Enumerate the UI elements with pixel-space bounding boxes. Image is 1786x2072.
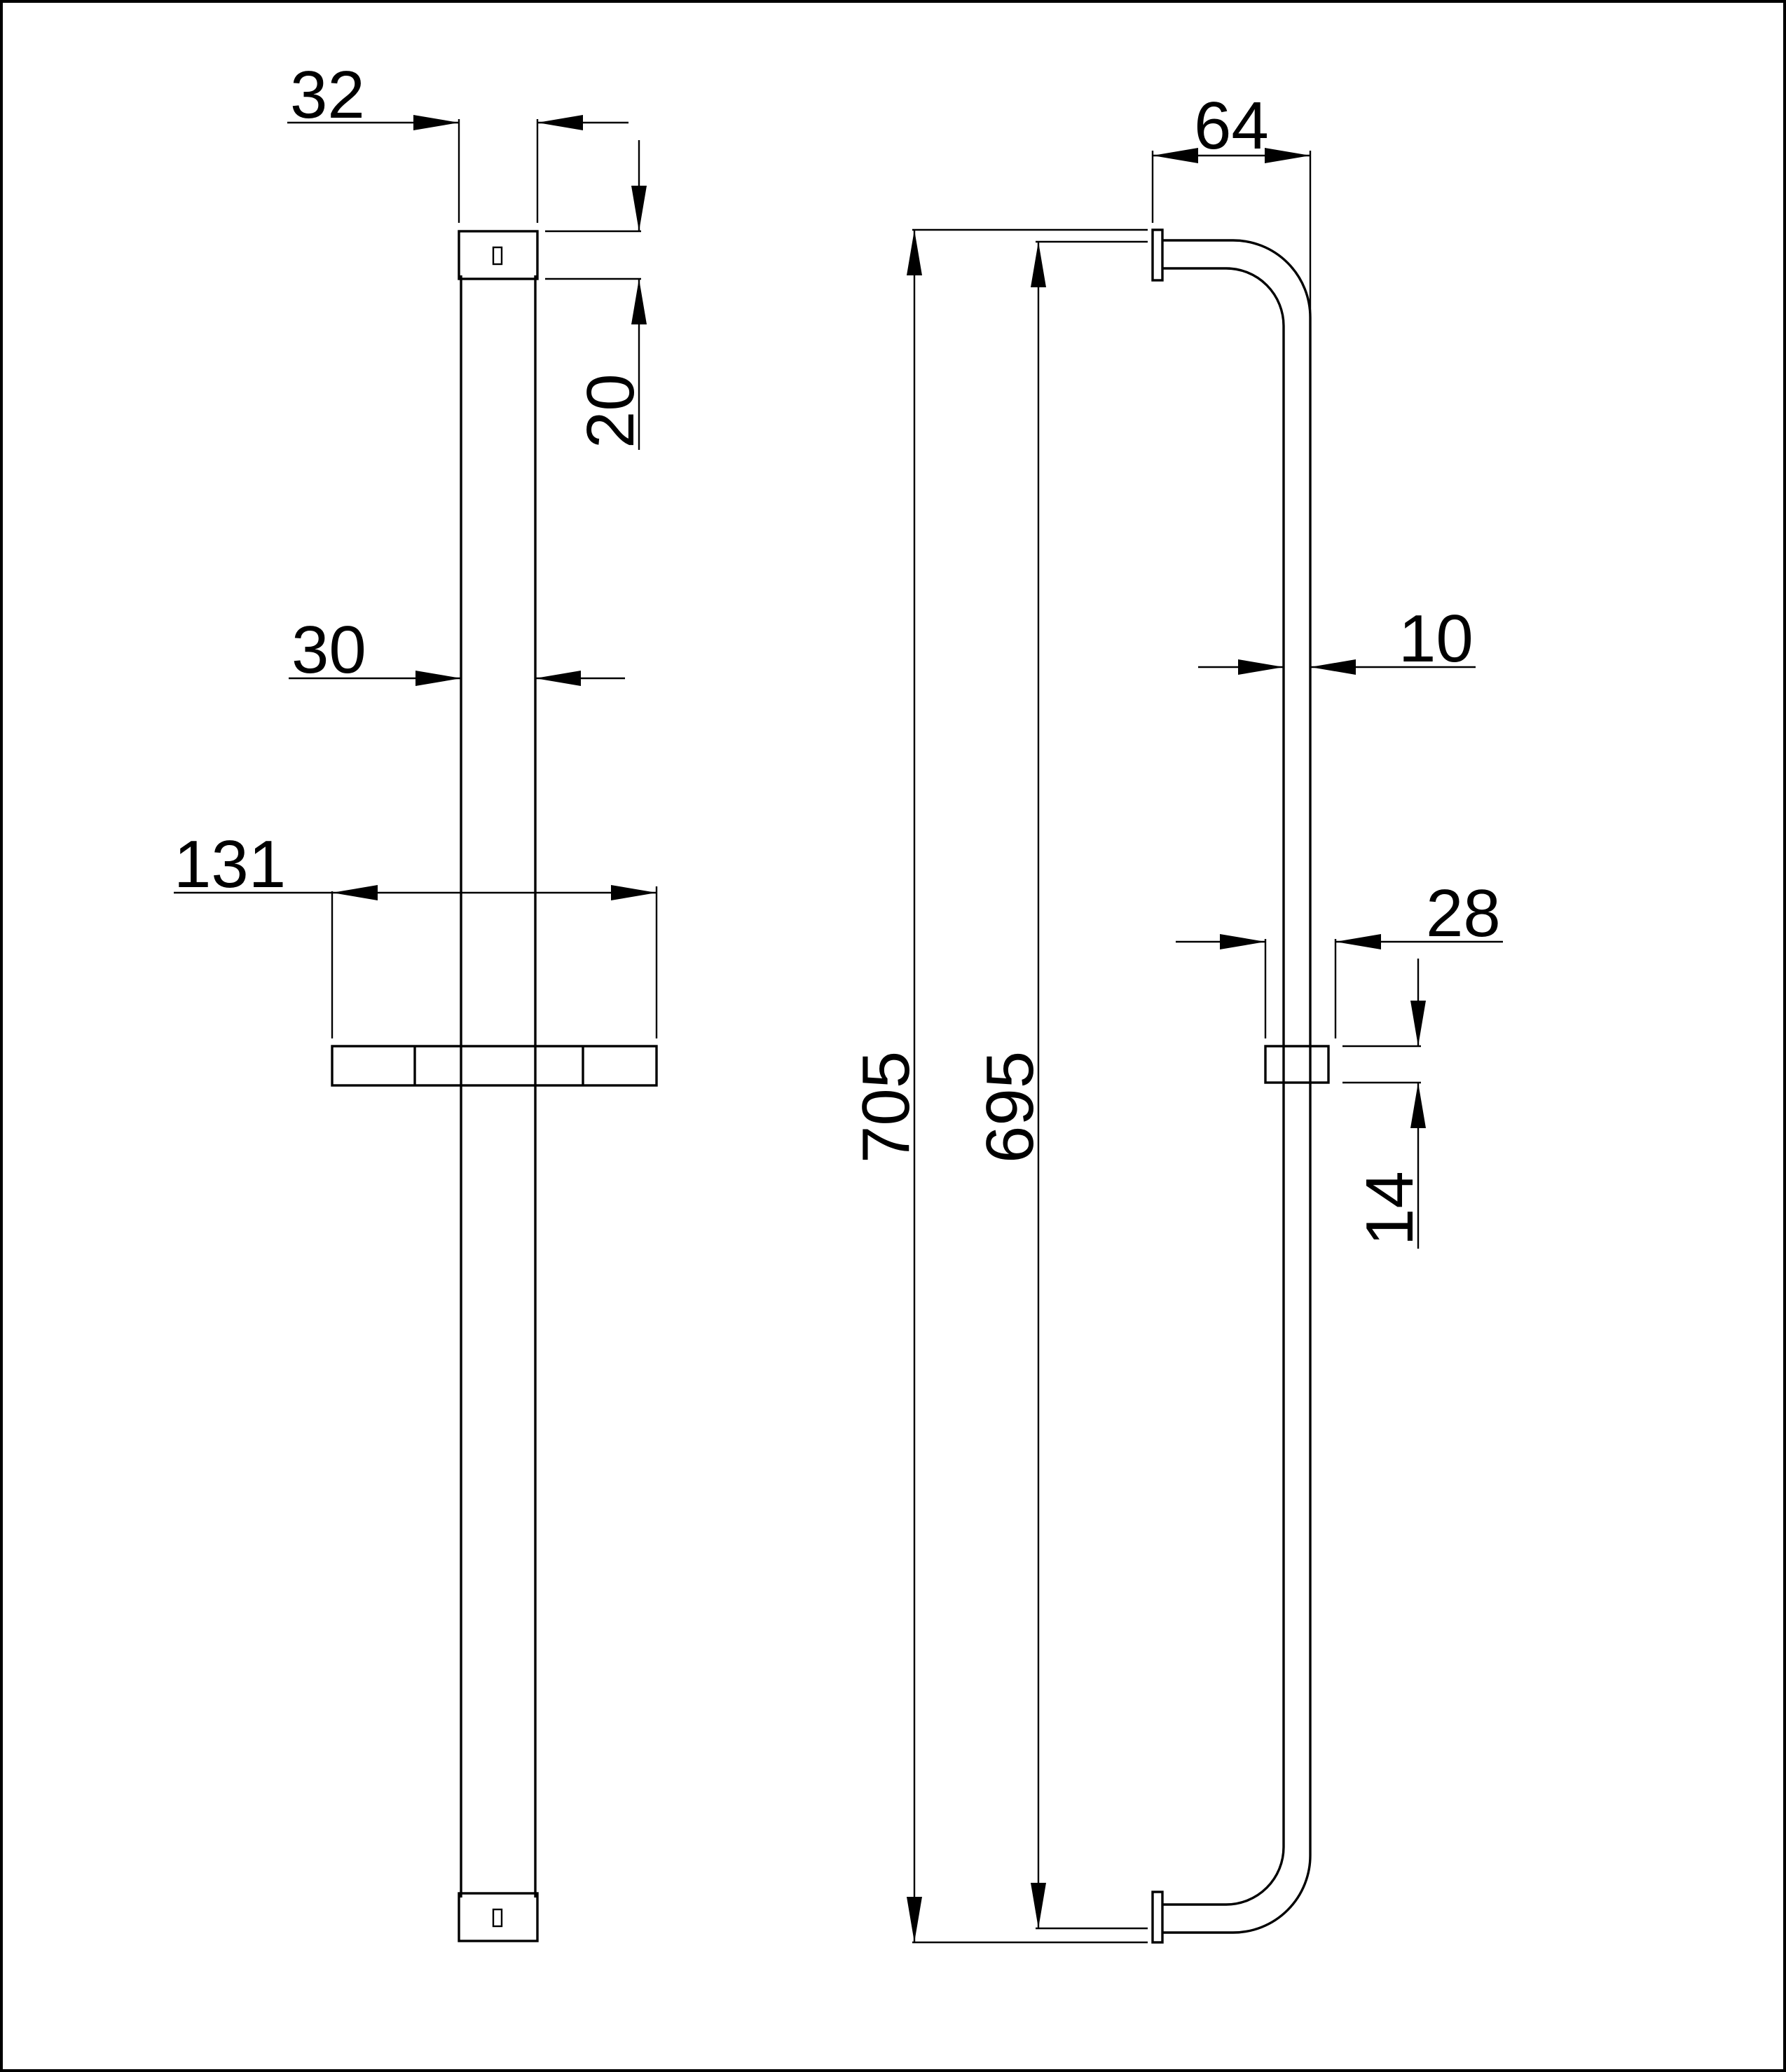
top-bracket-slot (492, 246, 503, 266)
dim-rail-width: 30 (289, 612, 625, 687)
dim-rail-thickness: 10 (1198, 601, 1476, 676)
dim-bracket-width: 32 (287, 57, 628, 223)
dim-rail-length: 695 (973, 240, 1148, 1930)
slider-block (1264, 1045, 1330, 1084)
shower-holder (331, 1045, 658, 1087)
dim-label-131: 131 (174, 827, 286, 902)
front-view: 32 20 30 131 (174, 57, 658, 1942)
top-wall-plate (1151, 228, 1164, 282)
dim-slider-width: 28 (1176, 876, 1503, 1038)
dim-label-10: 10 (1399, 601, 1474, 676)
dim-total-height: 705 (849, 228, 1148, 1944)
bottom-wall-plate (1151, 1891, 1164, 1944)
dim-label-14: 14 (1352, 1171, 1427, 1246)
rail-profile-inner (1162, 267, 1285, 1906)
dim-label-30: 30 (291, 612, 366, 687)
bottom-bracket-slot (492, 1908, 503, 1928)
dim-bracket-height: 20 (545, 140, 648, 450)
dim-label-705: 705 (849, 1051, 923, 1163)
dim-slider-height: 14 (1342, 959, 1427, 1249)
dim-label-20: 20 (573, 373, 648, 448)
dim-wall-depth: 64 (1151, 88, 1312, 317)
dim-holder-width: 131 (174, 827, 658, 1038)
top-bracket (458, 230, 539, 280)
bottom-bracket (458, 1892, 539, 1942)
side-view: 705 695 64 10 (849, 88, 1503, 1944)
dim-label-64: 64 (1194, 88, 1269, 163)
rail-profile-outer (1162, 239, 1312, 1934)
dim-label-32: 32 (290, 57, 365, 132)
dim-label-28: 28 (1426, 876, 1501, 951)
dim-label-695: 695 (973, 1051, 1047, 1163)
